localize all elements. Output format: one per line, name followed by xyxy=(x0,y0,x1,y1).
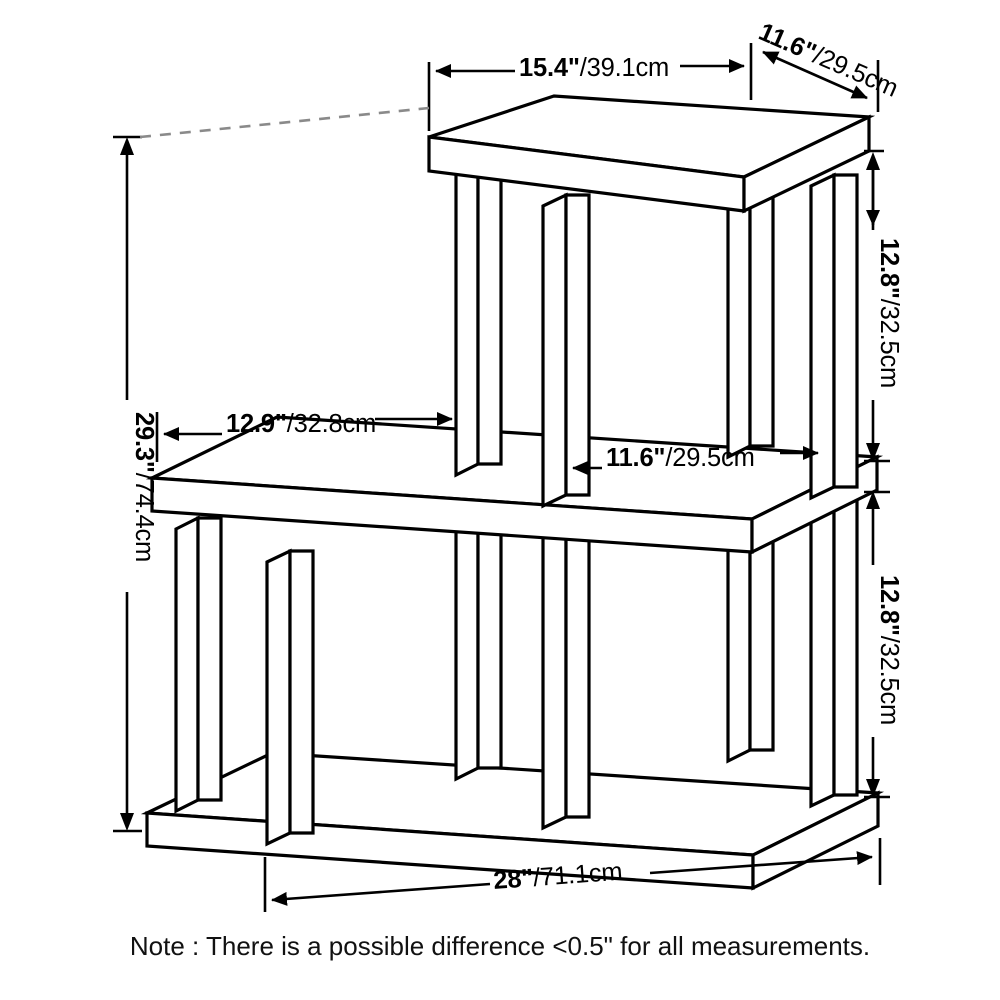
dim-label-overall-width: 28"/71.1cm xyxy=(492,858,623,895)
dim-label-overall-height: 29.3"/74.4cm xyxy=(130,412,158,562)
measurement-note: Note : There is a possible difference <0… xyxy=(130,931,870,961)
dim-left-bay-width: 12.9"/32.8cm xyxy=(155,410,453,462)
dim-right-bay-width: 11.6"/29.5cm xyxy=(572,444,819,475)
leg-upper-left-front xyxy=(541,192,591,509)
furniture-body xyxy=(140,94,885,891)
dim-label-top-shelf-width: 15.4"/39.1cm xyxy=(519,54,669,82)
dim-overall-height: 29.3"/74.4cm xyxy=(113,106,430,833)
leg-upper-right-front xyxy=(809,172,859,501)
dim-overall-width: 28"/71.1cm xyxy=(263,838,882,912)
dim-top-shelf-depth: 11.6"/29.5cm xyxy=(755,18,902,112)
leg-lower-left-front xyxy=(265,548,315,847)
dim-upper-tier-height: 12.8"/32.5cm xyxy=(864,149,903,463)
leg-lower-right-front xyxy=(809,494,859,809)
leg-lower-left-back xyxy=(174,515,223,814)
dim-lower-tier-height: 12.8"/32.5cm xyxy=(864,490,903,799)
dim-label-top-shelf-depth: 11.6"/29.5cm xyxy=(755,18,902,103)
dim-label-right-bay-width: 11.6"/29.5cm xyxy=(606,444,755,472)
dim-top-shelf-width: 15.4"/39.1cm xyxy=(427,43,753,131)
leg-lower-mid-back xyxy=(454,483,503,782)
top-shelf xyxy=(427,94,876,214)
dim-label-left-bay-width: 12.9"/32.8cm xyxy=(226,410,376,438)
dim-label-lower-tier-height: 12.8"/32.5cm xyxy=(875,575,903,725)
leg-upper-left-back xyxy=(454,161,503,478)
dim-label-upper-tier-height: 12.8"/32.5cm xyxy=(875,238,903,388)
leg-lower-mid-front xyxy=(541,514,591,831)
